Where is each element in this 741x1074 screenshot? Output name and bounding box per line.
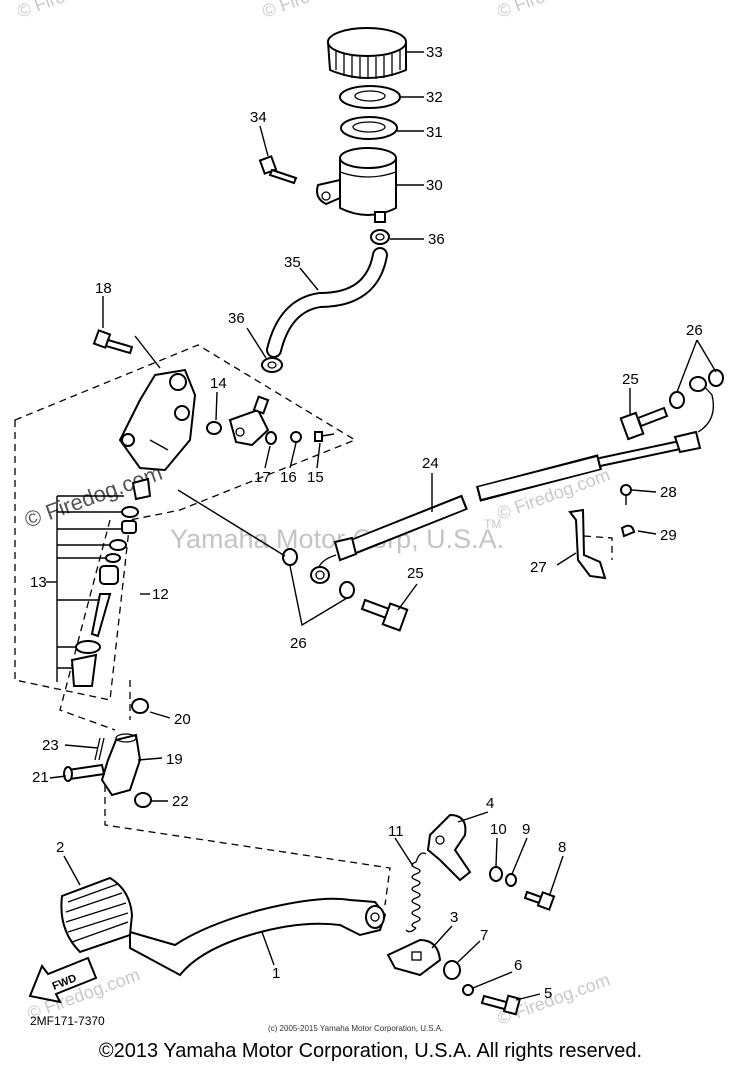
label-18: 18	[95, 280, 112, 297]
linkage-assembly	[63, 680, 391, 906]
small-copyright: (c) 2005-2015 Yamaha Motor Corporation, …	[268, 1024, 443, 1033]
label-29: 29	[660, 527, 677, 544]
label-4: 4	[486, 795, 494, 812]
banjo-fitting-left	[310, 566, 330, 584]
label-16: 16	[280, 469, 297, 486]
part-6-washer	[462, 984, 474, 996]
part-25-bolt-lower	[360, 598, 409, 632]
leader-lines	[49, 51, 717, 1001]
part-18-bolt	[92, 329, 134, 355]
part-14-oring	[206, 421, 222, 435]
label-14: 14	[210, 375, 227, 392]
part-26-washer	[669, 391, 685, 409]
label-1: 1	[272, 965, 280, 982]
label-28: 28	[660, 484, 677, 501]
part-17-washer	[265, 431, 277, 445]
master-cylinder-group	[14, 329, 357, 731]
part-3-plate	[386, 938, 442, 977]
label-20: 20	[174, 711, 191, 728]
part-30-reservoir	[316, 147, 397, 223]
label-36: 36	[428, 231, 445, 248]
label-5: 5	[544, 985, 552, 1002]
part-26-washer	[339, 581, 355, 599]
label-19: 19	[166, 751, 183, 768]
label-26: 26	[686, 322, 703, 339]
master-cylinder-body	[118, 368, 197, 472]
part-29-clip	[620, 524, 636, 538]
part-25-bolt-upper	[619, 406, 669, 441]
part-7-washer	[443, 960, 461, 980]
part-31-diaphragm	[340, 116, 398, 140]
part-33-cap	[326, 27, 407, 79]
part-16-washer	[290, 431, 302, 443]
label-22: 22	[172, 793, 189, 810]
label-23: 23	[42, 737, 59, 754]
label-27: 27	[530, 559, 547, 576]
part-8-bolt	[523, 890, 556, 911]
label-6: 6	[514, 957, 522, 974]
footer-copyright: ©2013 Yamaha Motor Corporation, U.S.A. A…	[98, 1040, 643, 1062]
part-36-clamp-upper	[370, 229, 390, 245]
part-labels: 33 32 31 30 34 36 35 36 18 14 17 16 15 2…	[30, 44, 703, 1002]
banjo-fitting-right	[689, 376, 707, 392]
part-26-washer	[708, 369, 724, 387]
brake-hose-assembly	[310, 376, 715, 584]
watermark-text: © Firedog.com	[495, 0, 613, 22]
diagram-code: 2MF171-7370	[30, 1014, 105, 1028]
part-10-washer	[489, 866, 503, 882]
label-8: 8	[558, 839, 566, 856]
part-19-clevis	[100, 733, 142, 797]
part-27-bracket	[568, 508, 613, 580]
part-15-screw	[314, 431, 335, 442]
label-24: 24	[422, 455, 439, 472]
part-22-nut	[134, 792, 152, 808]
part-23-cotter	[94, 737, 105, 761]
label-7: 7	[480, 927, 488, 944]
label-11: 11	[388, 823, 404, 840]
watermark-text: © Firedog.com	[260, 0, 378, 22]
watermark-text: © Firedog.com	[15, 0, 133, 22]
label-31: 31	[426, 124, 443, 141]
part-2-pedal-rubber	[60, 876, 134, 954]
label-36: 36	[228, 310, 245, 327]
reservoir-assembly	[258, 27, 407, 373]
part-34-bolt	[258, 155, 298, 185]
part-21-pin	[63, 763, 106, 782]
label-32: 32	[426, 89, 443, 106]
part-9-clip	[505, 873, 517, 887]
part-26-washer	[282, 548, 298, 566]
part-35-hose	[266, 247, 388, 358]
label-25: 25	[622, 371, 639, 388]
label-3: 3	[450, 909, 458, 926]
label-13: 13	[30, 574, 47, 591]
part-32-plate	[339, 85, 401, 109]
part-4-plate	[426, 813, 472, 882]
label-12: 12	[152, 586, 169, 603]
label-34: 34	[250, 109, 267, 126]
part-28-bolt	[620, 484, 632, 505]
label-9: 9	[522, 821, 530, 838]
label-33: 33	[426, 44, 443, 61]
part-11-spring	[405, 852, 427, 933]
label-10: 10	[490, 821, 507, 838]
label-21: 21	[32, 769, 49, 786]
watermark-tm: TM	[484, 517, 501, 531]
watermark-layer: © Firedog.com © Firedog.com © Firedog.co…	[15, 0, 613, 1029]
label-35: 35	[284, 254, 301, 271]
label-17: 17	[254, 469, 271, 486]
label-26: 26	[290, 635, 307, 652]
label-25: 25	[407, 565, 424, 582]
label-15: 15	[307, 469, 324, 486]
part-5-bolt	[480, 994, 522, 1016]
label-30: 30	[426, 177, 443, 194]
label-2: 2	[56, 839, 64, 856]
fwd-arrow-icon: FWD	[28, 956, 98, 1004]
hose-joint	[228, 395, 270, 447]
part-36-clamp-lower	[261, 357, 283, 373]
part-20-nut	[131, 698, 149, 714]
part-1-brake-pedal	[129, 897, 387, 977]
